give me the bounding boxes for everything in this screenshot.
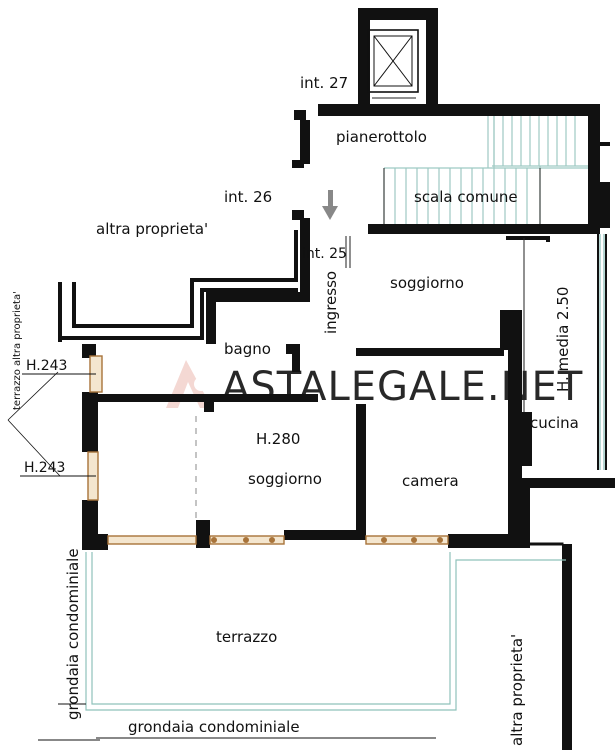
label-cucina: cucina xyxy=(530,414,579,432)
terrace-gutters xyxy=(38,552,566,741)
entry-arrow-icon xyxy=(322,190,338,220)
label-int25: int. 25 xyxy=(302,246,347,262)
elevator-shaft-icon xyxy=(373,35,413,87)
label-int26: int. 26 xyxy=(224,188,272,206)
label-h243-bottom: H.243 xyxy=(24,460,65,476)
label-camera: camera xyxy=(402,472,459,490)
label-terrazzo: terrazzo xyxy=(216,628,277,646)
label-int27: int. 27 xyxy=(300,74,348,92)
label-h280: H.280 xyxy=(256,430,300,448)
label-h-media: H. media 2.50 xyxy=(554,287,572,392)
height-markers xyxy=(7,371,96,477)
label-altra-proprieta-top: altra proprieta' xyxy=(96,220,208,238)
label-ingresso: ingresso xyxy=(322,271,340,334)
label-soggiorno-main: soggiorno xyxy=(248,470,322,488)
label-bagno: bagno xyxy=(224,340,271,358)
label-terrazzo-altra: terrazzo altra proprieta' xyxy=(12,291,23,410)
right-edge-walls xyxy=(588,142,610,228)
apartment-walls xyxy=(58,230,615,750)
label-scala-comune: scala comune xyxy=(414,188,518,206)
label-soggiorno-top: soggiorno xyxy=(390,274,464,292)
elevator-shaft xyxy=(358,8,438,104)
label-altra-proprieta-right: altra proprieta' xyxy=(508,634,526,746)
label-grondaia-vertical: grondaia condominiale xyxy=(64,548,82,720)
common-stairs xyxy=(383,116,588,224)
label-pianerottolo: pianerottolo xyxy=(336,128,427,146)
landing-walls xyxy=(292,104,600,234)
label-h243-top: H.243 xyxy=(26,358,67,374)
watermark-text: ASTALEGALE.NET xyxy=(222,364,583,410)
label-grondaia-horizontal: grondaia condominiale xyxy=(128,718,300,736)
